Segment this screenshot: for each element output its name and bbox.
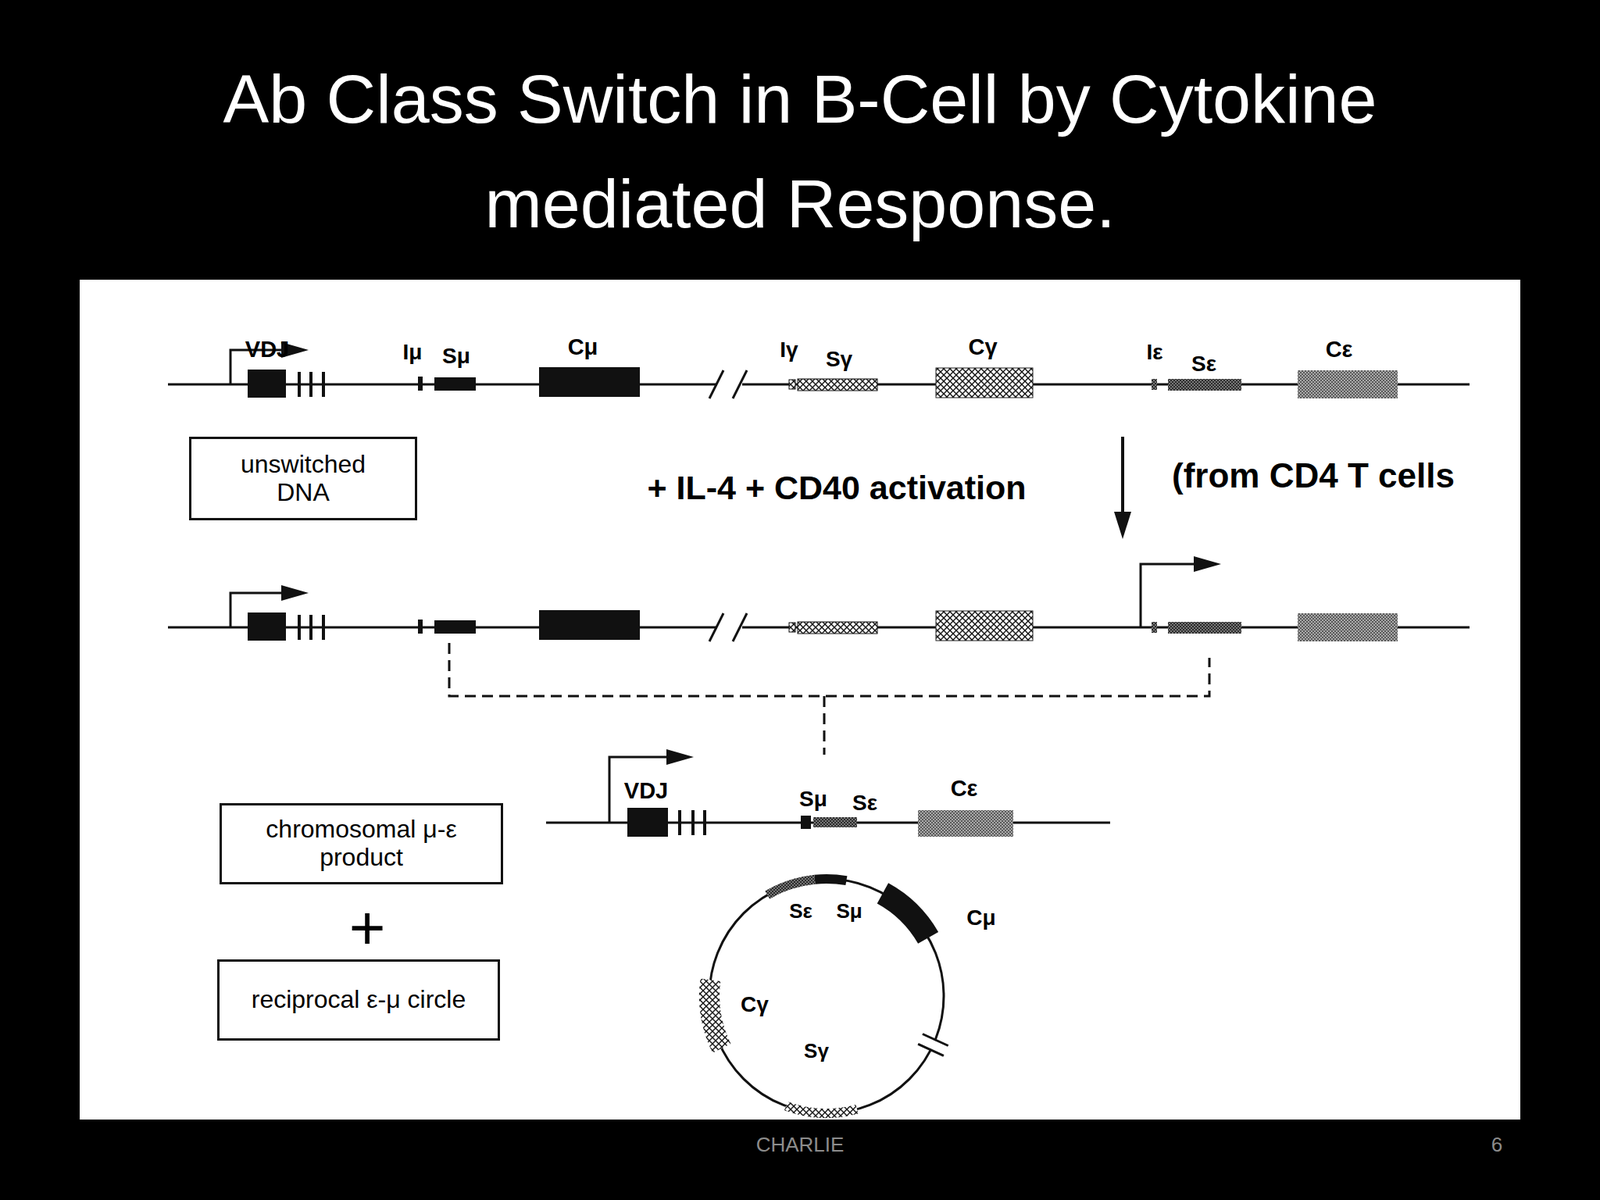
segment-label: Cμ [567, 335, 599, 359]
activated-locus [167, 585, 1470, 642]
label-box: unswitched DNA [189, 436, 418, 521]
segment-label: Sμ [799, 788, 828, 811]
slide-number: 6 [1491, 1134, 1503, 1155]
plus-sign: + [349, 896, 386, 960]
recombination-bracket [449, 642, 1210, 755]
footer-text: CHARLIE [756, 1134, 845, 1155]
segment-label: Cγ [967, 335, 997, 359]
segment-label: Cγ [740, 993, 769, 1016]
box-label: unswitched DNA [225, 450, 382, 508]
segment-label: Sε [789, 900, 813, 922]
figure-panel [79, 279, 1521, 1120]
segment-label: Sε [1191, 353, 1217, 375]
slide-title: Ab Class Switch in B-Cell by Cytokine me… [96, 46, 1504, 257]
segment-label: VDJ [624, 779, 668, 803]
germline-promoter [1140, 556, 1222, 628]
box-label: reciprocal ε-μ circle [245, 985, 472, 1015]
switched-locus [546, 749, 1111, 837]
segment-label: Cμ [966, 907, 996, 929]
segment-label: VDJ [245, 338, 290, 361]
segment-label: Sμ [835, 900, 862, 922]
segment-label: Iμ [403, 341, 423, 364]
stimulus-label: + IL-4 + CD40 activation [646, 471, 1026, 505]
box-text-group: chromosomal μ-ε product [244, 815, 479, 872]
segment-label: Sγ [825, 348, 853, 371]
segment-label: Sγ [803, 1040, 829, 1061]
segment-label: Iε [1146, 341, 1163, 364]
segment-label: Iγ [779, 339, 798, 361]
box-text-group: unswitched DNA [225, 450, 382, 508]
segment-label: Sε [852, 792, 878, 815]
label-box: chromosomal μ-ε product [219, 803, 504, 885]
segment-label: Cε [1325, 338, 1354, 361]
excision-circle [709, 878, 949, 1114]
activation-arrow [1114, 436, 1132, 540]
segment-label: Sμ [442, 345, 471, 368]
source-note: (from CD4 T cells [1171, 458, 1455, 493]
box-label: chromosomal μ-ε product [244, 815, 479, 872]
box-text-group: reciprocal ε-μ circle [245, 985, 472, 1015]
unswitched-locus [167, 342, 1470, 399]
label-box: reciprocal ε-μ circle [217, 959, 500, 1041]
segment-label: Cε [950, 777, 979, 800]
